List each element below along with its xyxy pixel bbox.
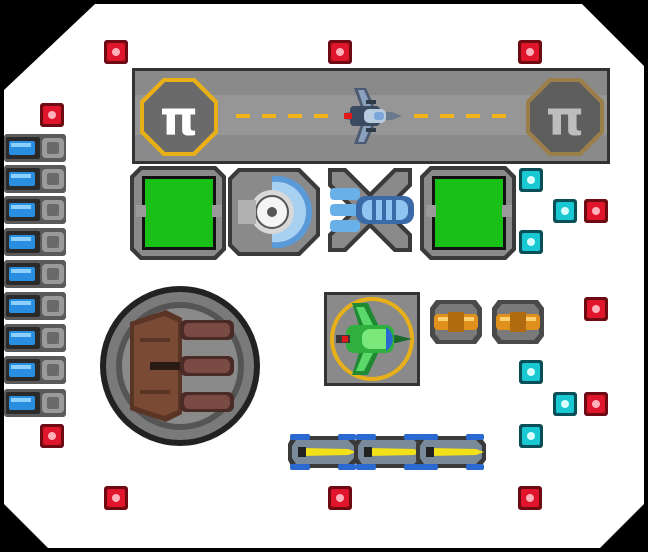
landing-pad-right[interactable]: π xyxy=(526,78,604,156)
green-pad-surface xyxy=(145,179,213,247)
battery-cell[interactable] xyxy=(4,196,66,224)
battery-cell[interactable] xyxy=(4,389,66,417)
heavy-turret[interactable] xyxy=(100,286,260,446)
teal-light xyxy=(519,230,543,254)
red-light xyxy=(328,486,352,510)
fighter-ship[interactable] xyxy=(344,88,402,144)
teal-light xyxy=(553,199,577,223)
green-pad-module-2[interactable] xyxy=(420,166,516,260)
battery-cell[interactable] xyxy=(4,324,66,352)
red-light xyxy=(584,199,608,223)
turret-barrel xyxy=(180,356,234,376)
shield-generator[interactable] xyxy=(228,168,320,256)
landing-pad-left[interactable]: π xyxy=(140,78,218,156)
missile-launcher[interactable] xyxy=(288,434,358,470)
teal-light xyxy=(519,424,543,448)
turret-barrel xyxy=(180,392,234,412)
teal-light xyxy=(519,168,543,192)
pad-left-label: π xyxy=(160,91,198,147)
runway: π π xyxy=(132,68,610,164)
missile-launcher[interactable] xyxy=(416,434,486,470)
x-reactor-module[interactable] xyxy=(328,168,414,252)
red-light xyxy=(518,40,542,64)
red-light xyxy=(328,40,352,64)
turret-barrel xyxy=(180,320,234,340)
red-light xyxy=(40,424,64,448)
red-light xyxy=(518,486,542,510)
pad-right-label: π xyxy=(546,91,584,147)
battery-cell[interactable] xyxy=(4,134,66,162)
runway-centerline xyxy=(236,114,506,118)
battery-cell[interactable] xyxy=(4,165,66,193)
teal-light xyxy=(553,392,577,416)
red-light xyxy=(584,392,608,416)
missile-launcher[interactable] xyxy=(354,434,424,470)
red-light xyxy=(584,297,608,321)
battery-cell[interactable] xyxy=(4,228,66,256)
red-light xyxy=(40,103,64,127)
battery-cell[interactable] xyxy=(4,356,66,384)
teal-light xyxy=(519,360,543,384)
red-light xyxy=(104,40,128,64)
battery-column xyxy=(4,134,66,417)
green-fighter-ship xyxy=(336,303,412,375)
orange-pod[interactable] xyxy=(492,300,544,344)
battery-cell[interactable] xyxy=(4,292,66,320)
green-pad-module-1[interactable] xyxy=(130,166,226,260)
green-pad-surface xyxy=(435,179,503,247)
red-light xyxy=(104,486,128,510)
battery-cell[interactable] xyxy=(4,260,66,288)
green-fighter-hangar[interactable] xyxy=(324,292,420,386)
orange-pod[interactable] xyxy=(430,300,482,344)
